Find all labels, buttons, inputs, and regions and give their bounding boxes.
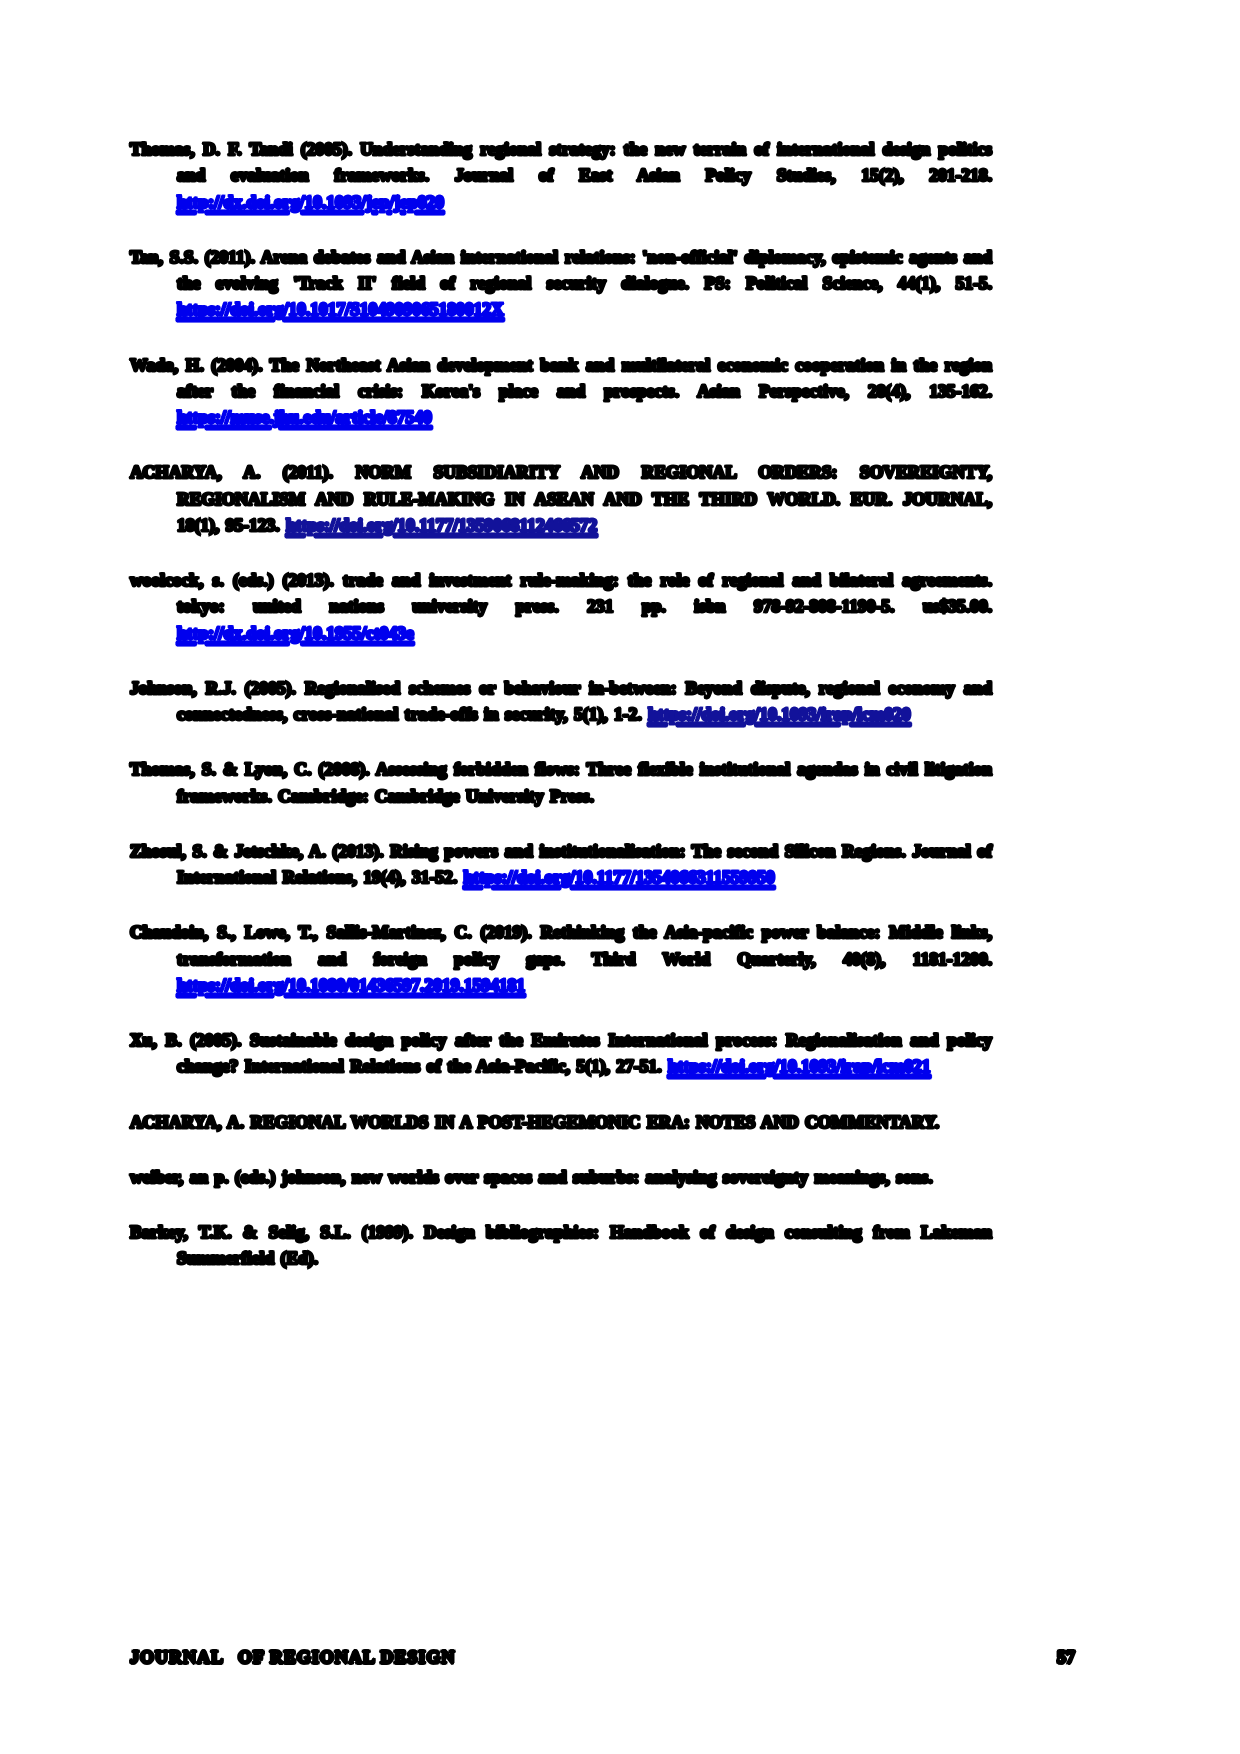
reference-text: Tan, S.S. (2011). Arena debates and Asia… — [129, 246, 993, 295]
reference-text: Wada, H. (2004). The Northeast Asian dev… — [129, 353, 993, 402]
reference-doi-link[interactable]: http://dx.doi.org/10.1955/ct043e — [176, 621, 415, 643]
reference-text: Barkey, T.K. & Selig, S.L. (1999). Desig… — [129, 1221, 993, 1270]
reference-text: woolcock, s. (eds.) (2013). trade and in… — [129, 569, 993, 618]
reference-entry: Johnson, R.J. (2005). Regionalised schem… — [129, 675, 993, 728]
reference-doi-link[interactable]: https://doi.org/10.1017/S104909065180012… — [176, 298, 505, 320]
reference-entry: Xu, B. (2005). Sustainable design policy… — [129, 1027, 993, 1080]
reference-entry: ACHARYA, A. REGIONAL WORLDS IN A POST-HE… — [129, 1109, 992, 1135]
page-number: 57 — [1056, 1646, 1077, 1669]
footer-journal-segment-2: OF REGIONAL DESIGN — [237, 1646, 456, 1669]
reference-entry: Zhosul, S. & Jetschke, A. (2013). Rising… — [129, 838, 993, 891]
reference-entry: Wada, H. (2004). The Northeast Asian dev… — [129, 352, 993, 431]
reference-doi-link[interactable]: https://doi.org/10.1177/1354066311559950 — [462, 866, 776, 888]
reference-doi-link[interactable]: https://doi.org/10.1177/1359068112466572 — [285, 514, 599, 536]
reference-text: ACHARYA, A. REGIONAL WORLDS IN A POST-HE… — [129, 1110, 941, 1132]
reference-doi-link[interactable]: https://doi.org/10.1093/irap/lcm021 — [667, 1055, 932, 1077]
reference-text: Thomas, S. & Lyon, C. (2008). Assessing … — [129, 758, 993, 807]
reference-entry: weiber, an p. (eds.) johnson, new worlds… — [129, 1164, 992, 1190]
reference-entry: ACHARYA, A. (2011). NORM SUBSIDIARITY AN… — [129, 459, 993, 538]
reference-entry: Tan, S.S. (2011). Arena debates and Asia… — [129, 244, 993, 323]
reference-text: weiber, an p. (eds.) johnson, new worlds… — [129, 1166, 934, 1188]
reference-text: Zhosul, S. & Jetschke, A. (2013). Rising… — [129, 840, 993, 889]
reference-text: Xu, B. (2005). Sustainable design policy… — [129, 1029, 993, 1078]
reference-text: Chaudoin, S., Lowe, T., Sallis-Martinez,… — [129, 921, 993, 970]
reference-text: Thomas, D. F. Tandi (2005). Understandin… — [129, 138, 993, 187]
reference-text: Johnson, R.J. (2005). Regionalised schem… — [129, 677, 993, 726]
reference-doi-link[interactable]: http://dx.doi.org/10.1093/jep/jep020 — [176, 190, 445, 212]
reference-doi-link[interactable]: https://muse.jhu.edu/article/87540 — [176, 406, 433, 428]
reference-doi-link[interactable]: https://doi.org/10.1093/irap/lcm020 — [647, 703, 912, 725]
reference-doi-link[interactable]: https://doi.org/10.1080/01436597.2019.15… — [176, 974, 526, 996]
reference-entry: woolcock, s. (eds.) (2013). trade and in… — [129, 567, 993, 646]
references-list: Thomas, D. F. Tandi (2005). Understandin… — [129, 136, 993, 1301]
reference-entry: Chaudoin, S., Lowe, T., Sallis-Martinez,… — [129, 919, 993, 998]
reference-entry: Barkey, T.K. & Selig, S.L. (1999). Desig… — [129, 1219, 993, 1272]
footer-journal-label: JOURNAL OF REGIONAL DESIGN — [129, 1646, 456, 1669]
reference-text: ACHARYA, A. (2011). NORM SUBSIDIARITY AN… — [129, 461, 993, 536]
reference-entry: Thomas, D. F. Tandi (2005). Understandin… — [129, 136, 993, 215]
reference-entry: Thomas, S. & Lyon, C. (2008). Assessing … — [129, 756, 993, 809]
footer-journal-segment-1: JOURNAL — [129, 1646, 225, 1669]
